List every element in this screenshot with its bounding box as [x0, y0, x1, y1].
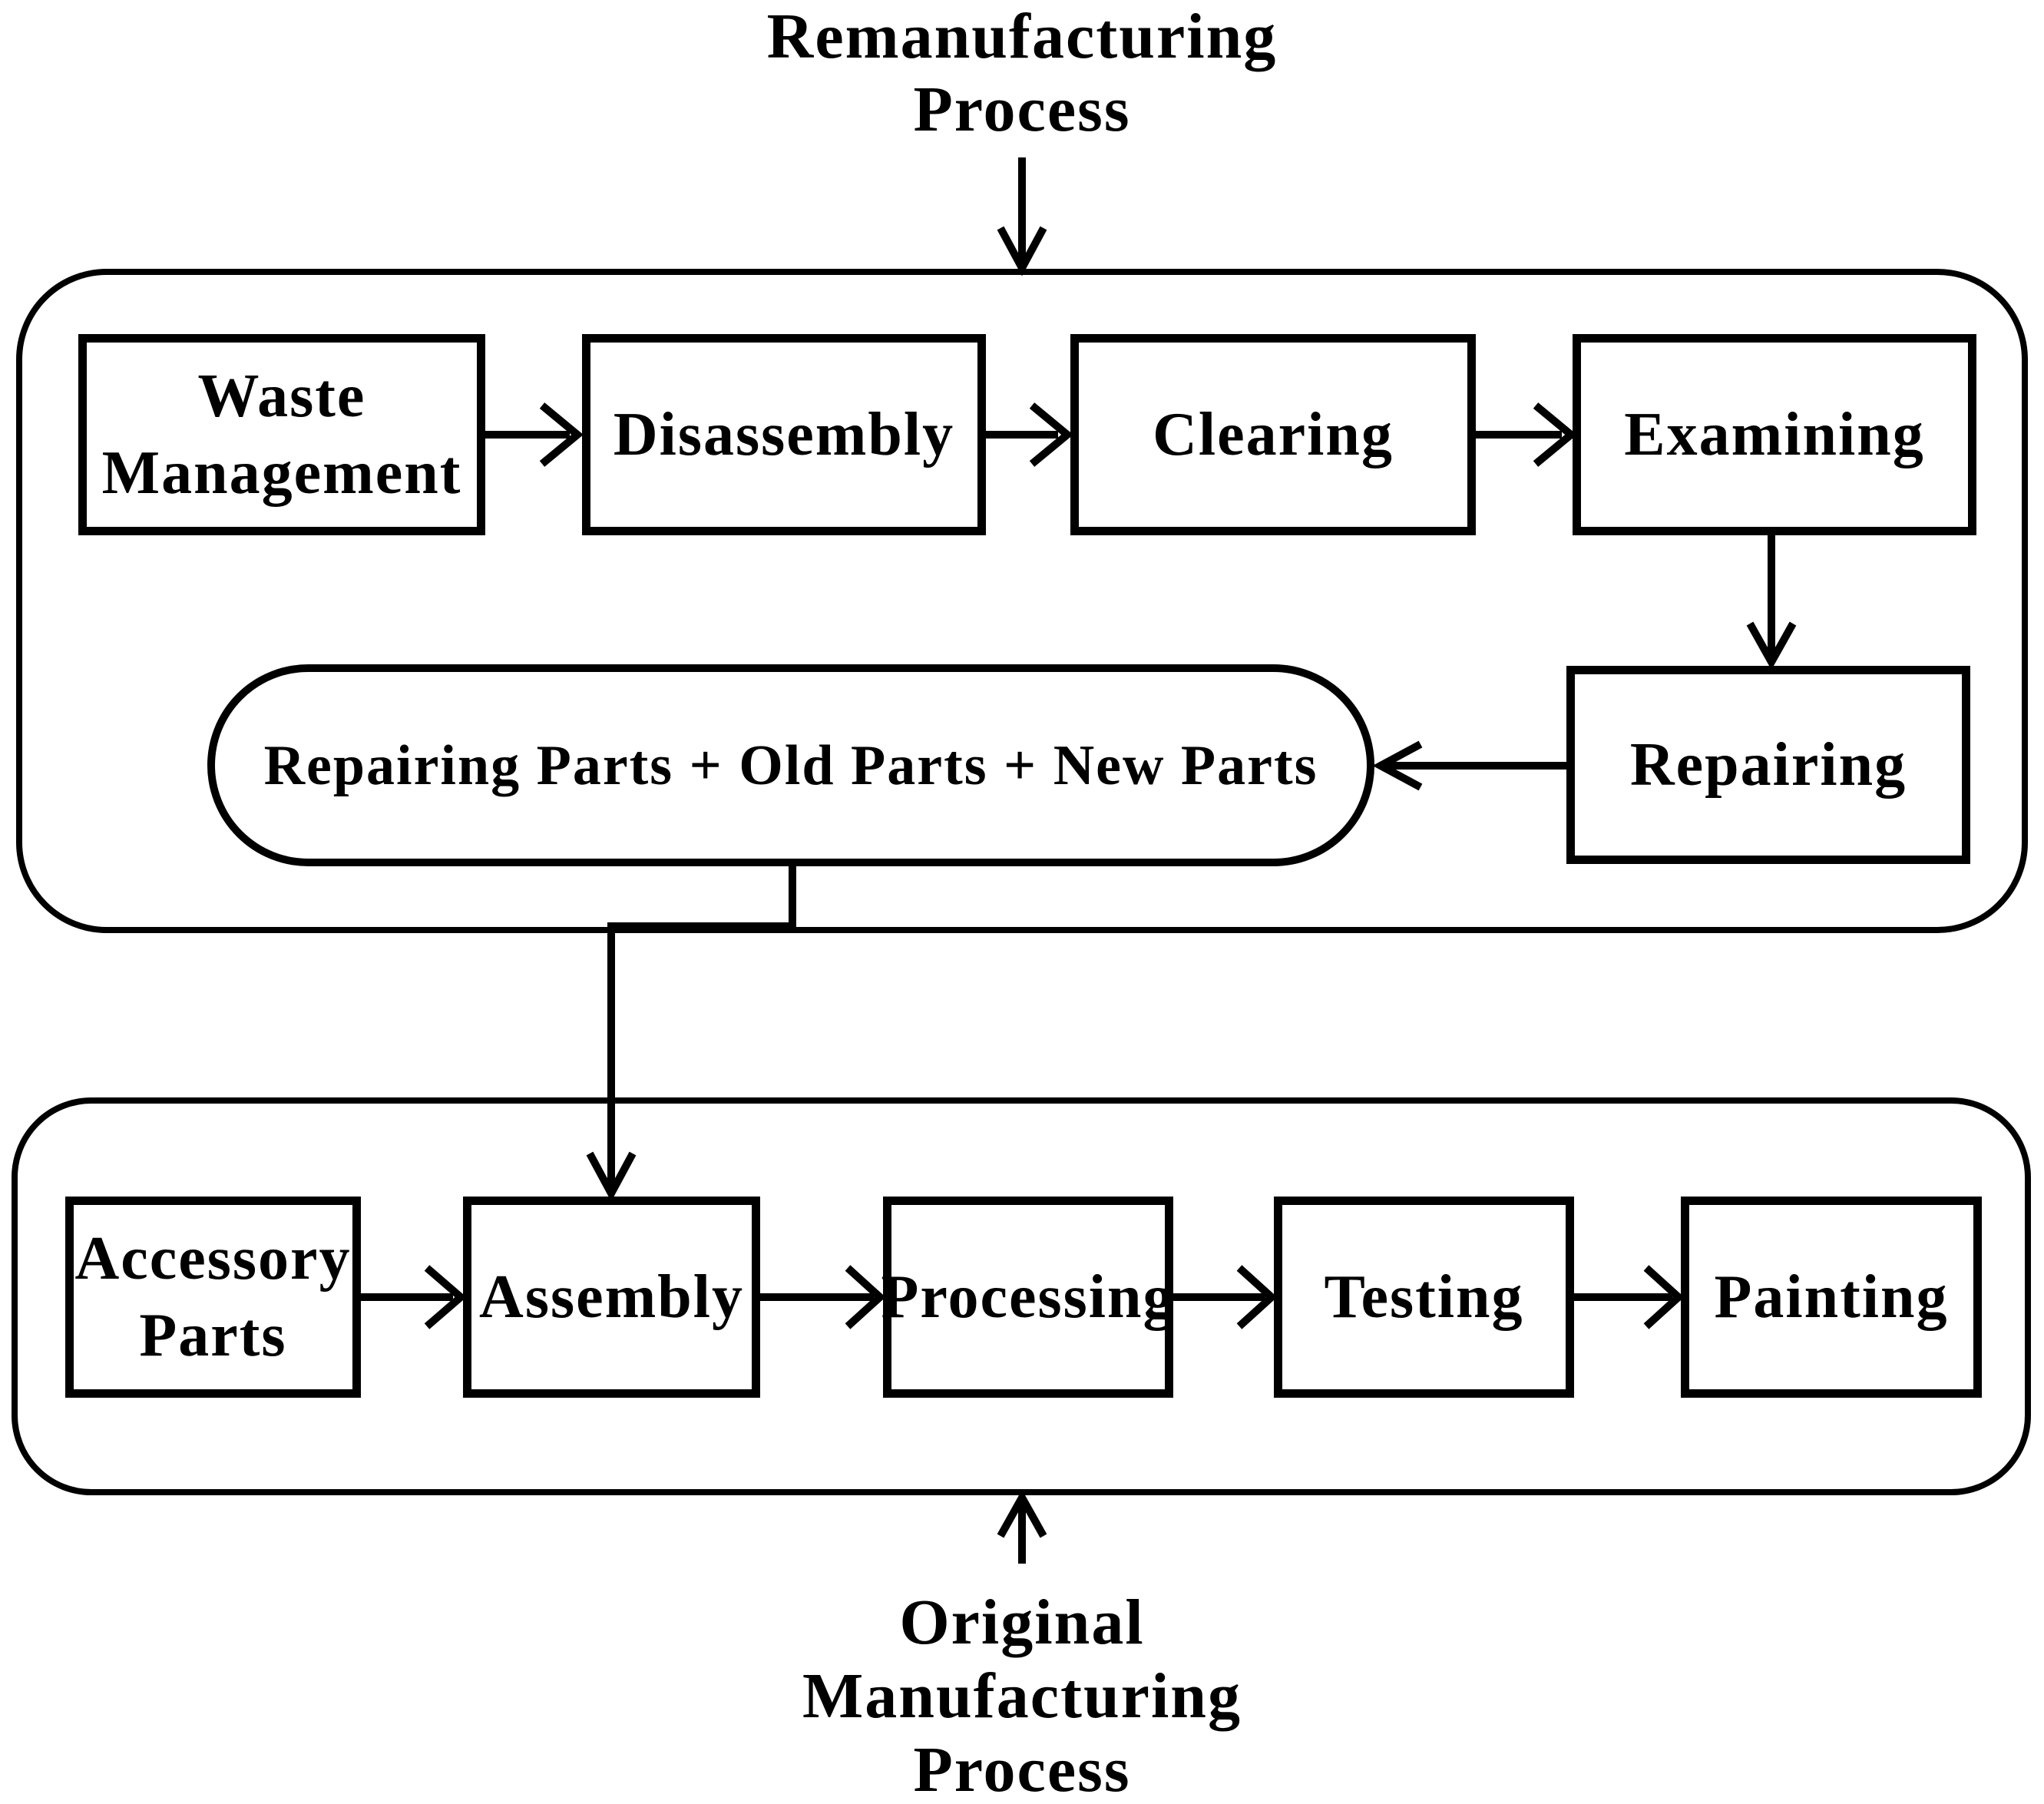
- accessory-parts-box: Accessory Parts: [65, 1197, 361, 1398]
- assembly-label: Assembly: [479, 1263, 744, 1331]
- arrow-title-to-remanufacturing: [997, 157, 1047, 276]
- repairing-label: Repairing: [1629, 731, 1907, 799]
- painting-label: Painting: [1714, 1263, 1949, 1331]
- waste-management-label: Waste Management: [101, 362, 462, 507]
- processing-box: Processing: [881, 1197, 1176, 1398]
- original-manufacturing-process-title: Original Manufacturing Process: [802, 1587, 1242, 1804]
- clearing-box: Clearing: [1070, 334, 1476, 535]
- repairing-box: Repairing: [1566, 666, 1970, 864]
- clearing-label: Clearing: [1153, 401, 1394, 468]
- remanufacturing-process-title: Remanufacturing Process: [766, 1, 1278, 145]
- examining-label: Examining: [1624, 401, 1925, 468]
- parts-pool-label: Repairing Parts + Old Parts + New Parts: [263, 733, 1318, 797]
- disassembly-box: Disassembly: [582, 334, 986, 535]
- arrow-original-label-up: [997, 1489, 1047, 1564]
- assembly-box: Assembly: [463, 1197, 760, 1398]
- accessory-parts-label: Accessory Parts: [74, 1225, 352, 1369]
- painting-box: Painting: [1681, 1197, 1982, 1398]
- parts-pool-stadium: Repairing Parts + Old Parts + New Parts: [207, 664, 1374, 866]
- examining-box: Examining: [1573, 334, 1976, 535]
- waste-management-box: Waste Management: [78, 334, 485, 535]
- disassembly-label: Disassembly: [613, 401, 955, 468]
- testing-label: Testing: [1324, 1263, 1524, 1331]
- processing-label: Processing: [881, 1263, 1176, 1331]
- testing-box: Testing: [1274, 1197, 1574, 1398]
